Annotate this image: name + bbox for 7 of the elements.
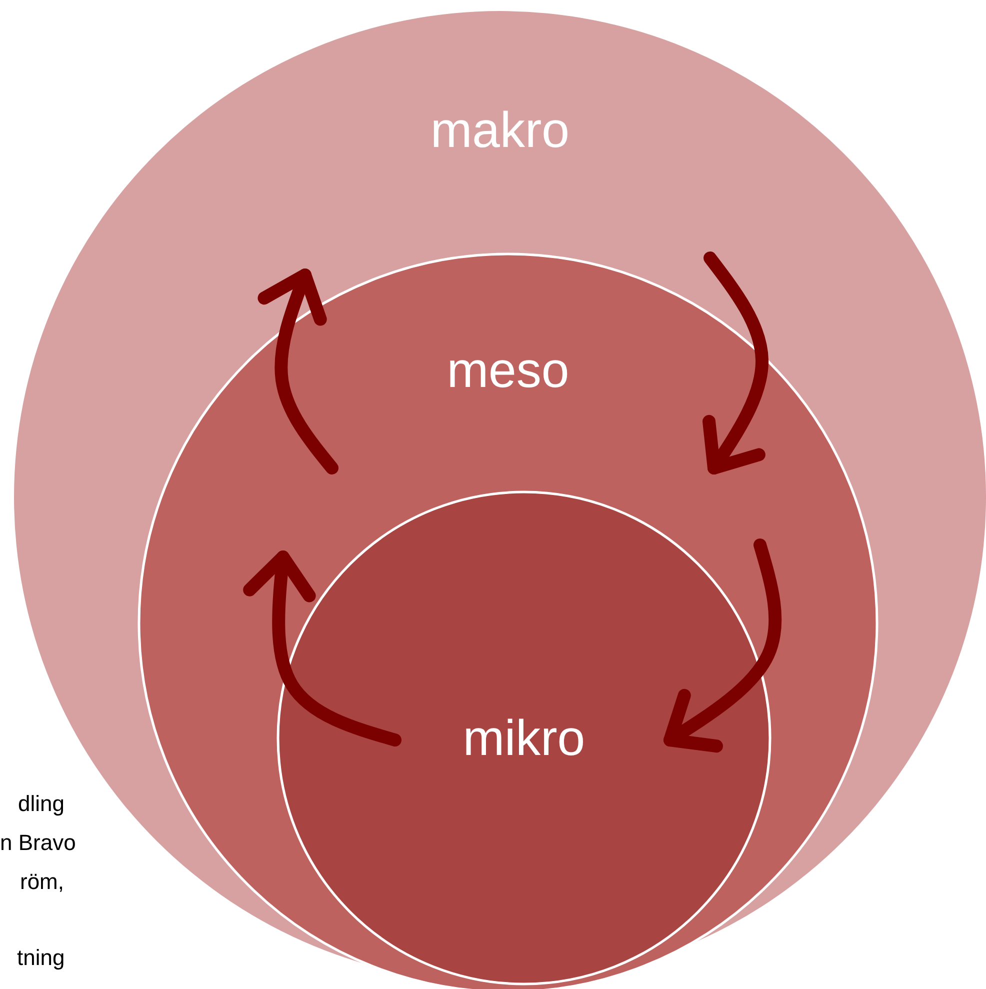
- text-fragment: n Bravo: [0, 831, 76, 856]
- text-fragment: röm,: [20, 870, 64, 894]
- level-label: meso: [446, 345, 570, 395]
- text-fragment: dling: [18, 792, 64, 816]
- level-label: mikro: [462, 713, 586, 763]
- level-label: makro: [430, 105, 570, 155]
- text-fragment: tning: [17, 946, 65, 970]
